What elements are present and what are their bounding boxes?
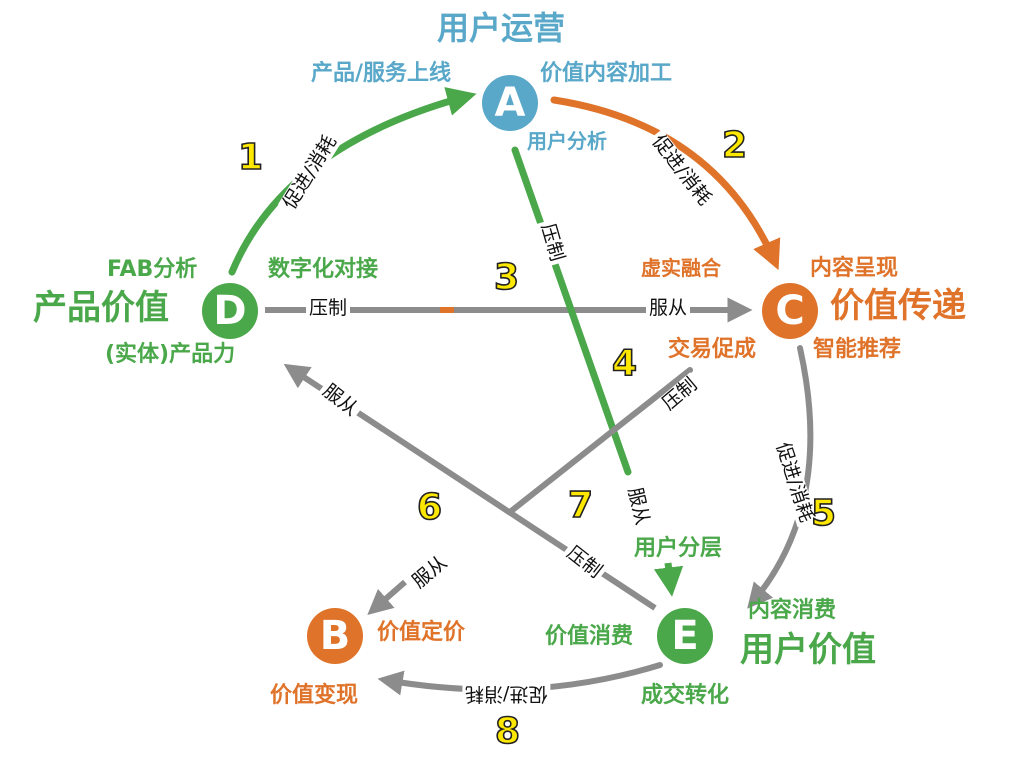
- edge-4-line: [511, 146, 632, 476]
- node-c-label-recommend: 智能推荐: [813, 337, 902, 362]
- node-d-label-fab: FAB分析: [107, 257, 198, 282]
- edge-8-number: 8: [494, 711, 521, 752]
- node-c-label-deal: 交易促成: [668, 337, 757, 362]
- node-c-title: 价值传递: [830, 286, 966, 326]
- node-b-label-pricing: 价值定价: [377, 620, 466, 645]
- edge-1-number: 1: [237, 137, 264, 178]
- node-d-label-product-power: (实体)产品力: [105, 342, 236, 367]
- node-e-circle: E: [657, 608, 713, 664]
- edge-2-line: [550, 96, 781, 271]
- edge-3-number: 3: [493, 257, 520, 298]
- node-e-label-value-consume: 价值消费: [545, 624, 634, 649]
- node-b-circle: B: [307, 608, 363, 664]
- node-a-label-launch: 产品/服务上线: [311, 61, 452, 86]
- edge-7-number: 7: [567, 485, 594, 526]
- node-a-label-analysis: 用户分析: [527, 129, 607, 153]
- edge-2-number: 2: [721, 125, 748, 166]
- node-c-label-fusion: 虚实融合: [641, 256, 721, 280]
- edge-1-line: [228, 87, 477, 276]
- node-d-circle: D: [202, 283, 258, 339]
- node-b-label-monetize: 价值变现: [270, 683, 359, 708]
- node-d-label-digital: 数字化对接: [268, 257, 379, 282]
- edge-3-label-suppress: 压制: [306, 298, 351, 319]
- edge-6-number: 6: [416, 487, 443, 528]
- node-a-circle: A: [482, 75, 538, 131]
- node-e-label-content-consume: 内容消费: [748, 598, 837, 623]
- edge-4-number: 4: [611, 343, 638, 384]
- edge-6-line: [507, 367, 693, 515]
- node-e-label-conversion: 成交转化: [641, 683, 730, 708]
- node-d-title: 产品价值: [33, 288, 169, 328]
- edge-3-label-obey: 服从: [646, 298, 691, 319]
- node-e-label-segment: 用户分层: [634, 536, 723, 561]
- edge-8-label: 促进/消耗: [462, 683, 551, 705]
- node-c-circle: C: [762, 283, 818, 339]
- edge-5-number: 5: [810, 493, 837, 534]
- node-a-title: 用户运营: [437, 9, 566, 47]
- node-c-label-present: 内容呈现: [810, 256, 899, 281]
- node-a-label-content: 价值内容加工: [540, 61, 673, 86]
- node-e-title: 用户价值: [740, 630, 876, 670]
